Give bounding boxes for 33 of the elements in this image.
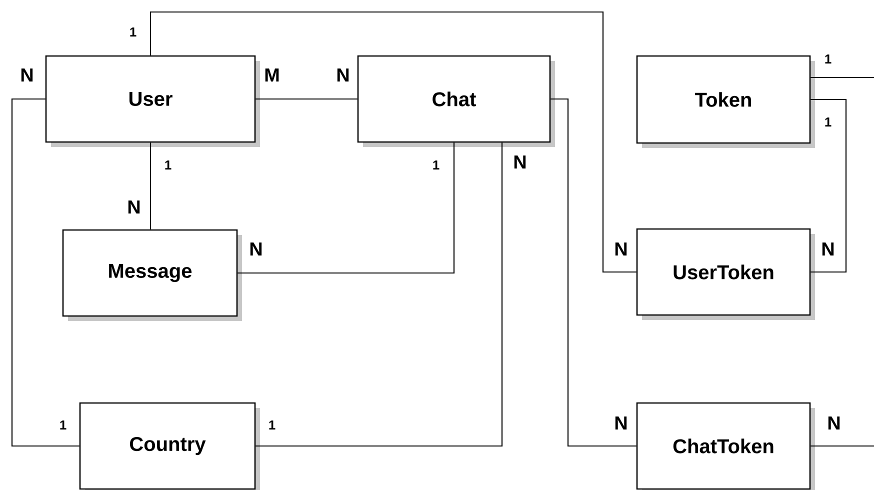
entity-box: Chat	[357, 55, 555, 147]
cardinality-label: N	[615, 416, 627, 430]
entity-box: User	[45, 55, 260, 147]
entity-box: Country	[79, 402, 260, 490]
cardinality-label: 1	[825, 118, 832, 126]
cardinality-label: 1	[60, 420, 66, 430]
connector-line	[150, 11, 636, 273]
connector-line	[150, 142, 152, 230]
connector-line	[810, 76, 874, 78]
entity-box: Message	[62, 229, 242, 321]
cardinality-label: N	[514, 155, 526, 169]
connector-line	[256, 142, 503, 447]
connector-line	[810, 445, 874, 447]
connector-line	[550, 98, 636, 447]
cardinality-label: N	[128, 200, 140, 214]
cardinality-label: N	[337, 68, 349, 82]
cardinality-label: N	[822, 242, 834, 256]
cardinality-label: N	[828, 416, 840, 430]
entity-box: UserToken	[636, 228, 815, 320]
cardinality-label: 1	[825, 54, 832, 64]
cardinality-label: N	[615, 242, 627, 256]
cardinality-label: 1	[433, 160, 440, 170]
cardinality-label: 1	[165, 160, 172, 170]
entity-box: Token	[636, 55, 815, 148]
connector-line	[11, 98, 80, 447]
cardinality-label: N	[21, 68, 33, 82]
cardinality-label: M	[265, 68, 279, 82]
connector-line	[238, 142, 455, 274]
cardinality-label: N	[250, 242, 262, 256]
connector-line	[256, 98, 358, 100]
entity-box: ChatToken	[636, 402, 815, 490]
cardinality-label: 1	[130, 28, 136, 36]
connector-line	[810, 98, 847, 273]
